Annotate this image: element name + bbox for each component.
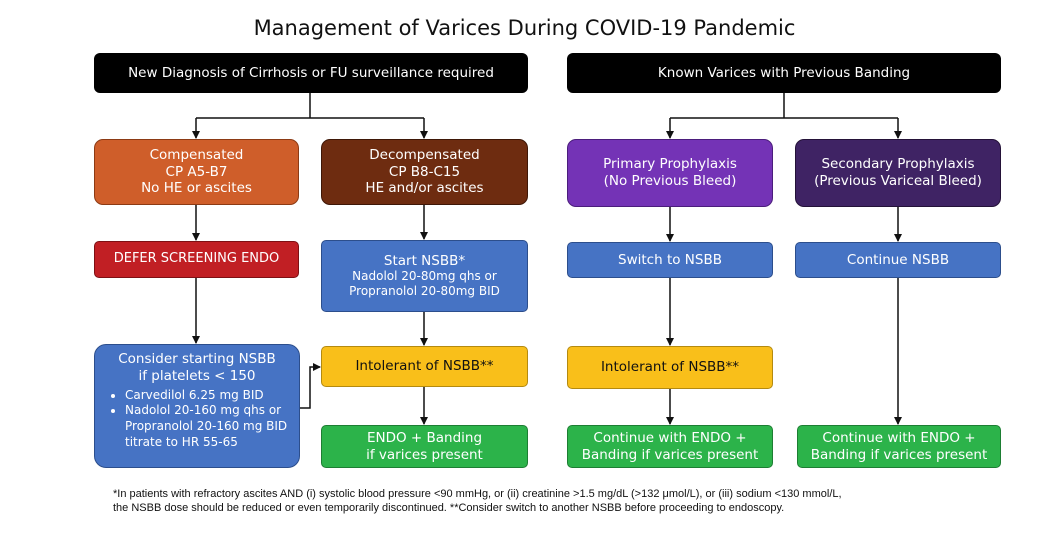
continue-endo-box-primary: Continue with ENDO + Banding if varices …	[567, 425, 773, 468]
secondary-prophylaxis-box: Secondary Prophylaxis (Previous Variceal…	[795, 139, 1001, 207]
endo-banding-line2: if varices present	[366, 446, 483, 463]
secondary-line1: Secondary Prophylaxis	[821, 156, 975, 173]
arrow-consider-intolerant	[300, 363, 321, 409]
continue-endo-secondary-line2: Banding if varices present	[810, 446, 988, 463]
continue-endo-primary-line1: Continue with ENDO +	[593, 429, 747, 446]
continue-endo-secondary-line1: Continue with ENDO +	[822, 429, 976, 446]
connector-left-split	[196, 93, 424, 119]
switch-nsbb-box: Switch to NSBB	[567, 242, 773, 278]
primary-line1: Primary Prophylaxis	[603, 156, 737, 173]
compensated-line1: Compensated	[149, 146, 244, 163]
left-header-box: New Diagnosis of Cirrhosis or FU surveil…	[94, 53, 528, 93]
endo-banding-box: ENDO + Banding if varices present	[321, 425, 528, 468]
start-nsbb-line2: Nadolol 20-80mg qhs or	[352, 269, 497, 284]
primary-line2: (No Previous Bleed)	[603, 173, 737, 189]
decompensated-line1: Decompensated	[369, 146, 480, 163]
start-nsbb-line1: Start NSBB*	[383, 252, 466, 269]
compensated-line2: CP A5-B7	[165, 163, 228, 180]
consider-line1: Consider starting NSBB	[118, 351, 276, 367]
continue-endo-primary-line2: Banding if varices present	[581, 446, 759, 463]
consider-bullets: Carvedilol 6.25 mg BID Nadolol 20-160 mg…	[95, 388, 299, 450]
secondary-line2: (Previous Variceal Bleed)	[814, 173, 982, 189]
decompensated-line2: CP B8-C15	[388, 163, 461, 180]
footnote: *In patients with refractory ascites AND…	[113, 487, 1023, 516]
endo-banding-line1: ENDO + Banding	[366, 429, 483, 446]
start-nsbb-box: Start NSBB* Nadolol 20-80mg qhs or Propr…	[321, 240, 528, 312]
decompensated-line3: HE and/or ascites	[365, 180, 484, 197]
consider-bullet-1: Carvedilol 6.25 mg BID	[125, 388, 299, 404]
compensated-box: Compensated CP A5-B7 No HE or ascites	[94, 139, 299, 205]
compensated-line3: No HE or ascites	[141, 180, 252, 197]
page-title: Management of Varices During COVID-19 Pa…	[253, 16, 796, 40]
connector-right-split	[670, 93, 898, 119]
footnote-line2: the NSBB dose should be reduced or even …	[113, 502, 785, 515]
consider-nsbb-box: Consider starting NSBB if platelets < 15…	[94, 344, 300, 468]
continue-nsbb-box: Continue NSBB	[795, 242, 1001, 278]
consider-bullet-2: Nadolol 20-160 mg qhs or Propranolol 20-…	[125, 403, 299, 450]
continue-endo-box-secondary: Continue with ENDO + Banding if varices …	[797, 425, 1001, 468]
decompensated-box: Decompensated CP B8-C15 HE and/or ascite…	[321, 139, 528, 205]
right-header-box: Known Varices with Previous Banding	[567, 53, 1001, 93]
primary-prophylaxis-box: Primary Prophylaxis (No Previous Bleed)	[567, 139, 773, 207]
intolerant-nsbb-box-right: Intolerant of NSBB**	[567, 346, 773, 389]
consider-line2: if platelets < 150	[138, 367, 256, 384]
footnote-line1: *In patients with refractory ascites AND…	[113, 488, 842, 500]
intolerant-nsbb-box-left: Intolerant of NSBB**	[321, 346, 528, 387]
start-nsbb-line3: Propranolol 20-80mg BID	[349, 284, 500, 299]
defer-screening-box: DEFER SCREENING ENDO	[94, 241, 299, 278]
